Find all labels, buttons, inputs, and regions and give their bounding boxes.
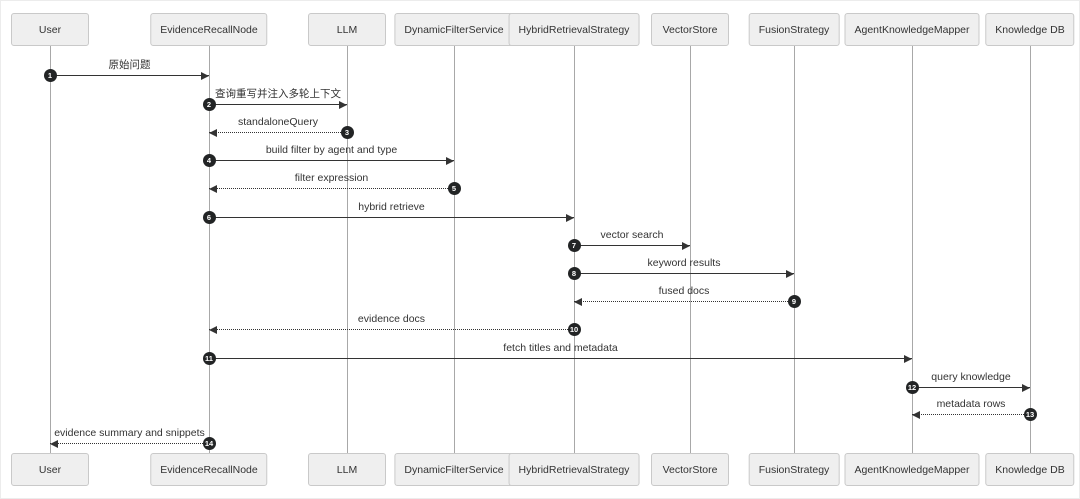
participant-knowledge-db-bottom: Knowledge DB [985,453,1075,486]
participant-hybrid-retrieval-strategy-top: HybridRetrievalStrategy [508,13,640,46]
message-label: metadata rows [936,398,1006,410]
participant-hybrid-retrieval-strategy-bottom: HybridRetrievalStrategy [508,453,640,486]
message-label: query knowledge [931,371,1011,383]
message-number-badge: 12 [905,381,919,394]
message-label: evidence docs [357,313,426,325]
message-number-badge: 9 [787,295,801,308]
message-number-badge: 7 [567,239,581,252]
participant-vector-store-top: VectorStore [651,13,729,46]
participant-user-top: User [11,13,89,46]
participant-agent-knowledge-mapper-top: AgentKnowledgeMapper [844,13,980,46]
message-arrow [209,329,574,330]
message-number-badge: 13 [1023,408,1037,421]
participant-vector-store-bottom: VectorStore [651,453,729,486]
arrowhead-icon [1022,384,1030,392]
message-label: 原始问题 [108,59,151,71]
message-label: fused docs [658,285,710,297]
participant-knowledge-db-top: Knowledge DB [985,13,1075,46]
participant-llm-top: LLM [308,13,386,46]
message-number-badge: 1 [43,69,57,82]
arrowhead-icon [209,129,217,137]
message-arrow [912,414,1030,415]
message-arrow [209,358,912,359]
arrowhead-icon [904,355,912,363]
message-number-badge: 8 [567,267,581,280]
participant-user-bottom: User [11,453,89,486]
arrowhead-icon [209,185,217,193]
participant-evidence-recall-node-bottom: EvidenceRecallNode [150,453,268,486]
message-number-badge: 10 [567,323,581,336]
arrowhead-icon [682,242,690,250]
message-label: keyword results [647,257,721,269]
message-arrow [912,387,1030,388]
message-arrow [209,188,454,189]
participant-agent-knowledge-mapper-bottom: AgentKnowledgeMapper [844,453,980,486]
message-label: standaloneQuery [238,116,318,128]
arrowhead-icon [50,440,58,448]
message-number-badge: 3 [340,126,354,139]
message-label: vector search [600,229,664,241]
participant-llm-bottom: LLM [308,453,386,486]
message-number-badge: 14 [202,437,216,450]
message-number-badge: 6 [202,211,216,224]
message-label: filter expression [294,172,369,184]
message-arrow [209,217,574,218]
participant-evidence-recall-node-top: EvidenceRecallNode [150,13,268,46]
arrowhead-icon [446,157,454,165]
message-arrow [50,443,209,444]
lifeline-agent-knowledge-mapper [911,46,913,453]
message-label: build filter by agent and type [265,144,398,156]
message-arrow [209,160,454,161]
message-arrow [574,245,690,246]
arrowhead-icon [786,270,794,278]
message-arrow [209,132,347,133]
message-label: hybrid retrieve [358,201,425,213]
participant-fusion-strategy-bottom: FusionStrategy [748,453,840,486]
message-label: evidence summary and snippets [54,427,205,439]
message-arrow [209,104,347,105]
message-number-badge: 2 [202,98,216,111]
lifeline-evidence-recall-node [208,46,210,453]
arrowhead-icon [209,326,217,334]
arrowhead-icon [201,72,209,80]
lifeline-vector-store [689,46,691,453]
message-number-badge: 11 [202,352,216,365]
message-arrow [574,273,794,274]
arrowhead-icon [339,101,347,109]
message-arrow [574,301,794,302]
arrowhead-icon [566,214,574,222]
message-number-badge: 4 [202,154,216,167]
participant-fusion-strategy-top: FusionStrategy [748,13,840,46]
message-arrow [50,75,209,76]
lifeline-dynamic-filter-service [453,46,455,453]
lifeline-knowledge-db [1029,46,1031,453]
lifeline-user [49,46,51,453]
lifeline-fusion-strategy [793,46,795,453]
participant-dynamic-filter-service-bottom: DynamicFilterService [394,453,514,486]
participant-dynamic-filter-service-top: DynamicFilterService [394,13,514,46]
arrowhead-icon [574,298,582,306]
arrowhead-icon [912,411,920,419]
message-label: fetch titles and metadata [503,342,618,354]
message-label: 查询重写并注入多轮上下文 [215,88,341,100]
lifeline-llm [346,46,348,453]
message-number-badge: 5 [447,182,461,195]
